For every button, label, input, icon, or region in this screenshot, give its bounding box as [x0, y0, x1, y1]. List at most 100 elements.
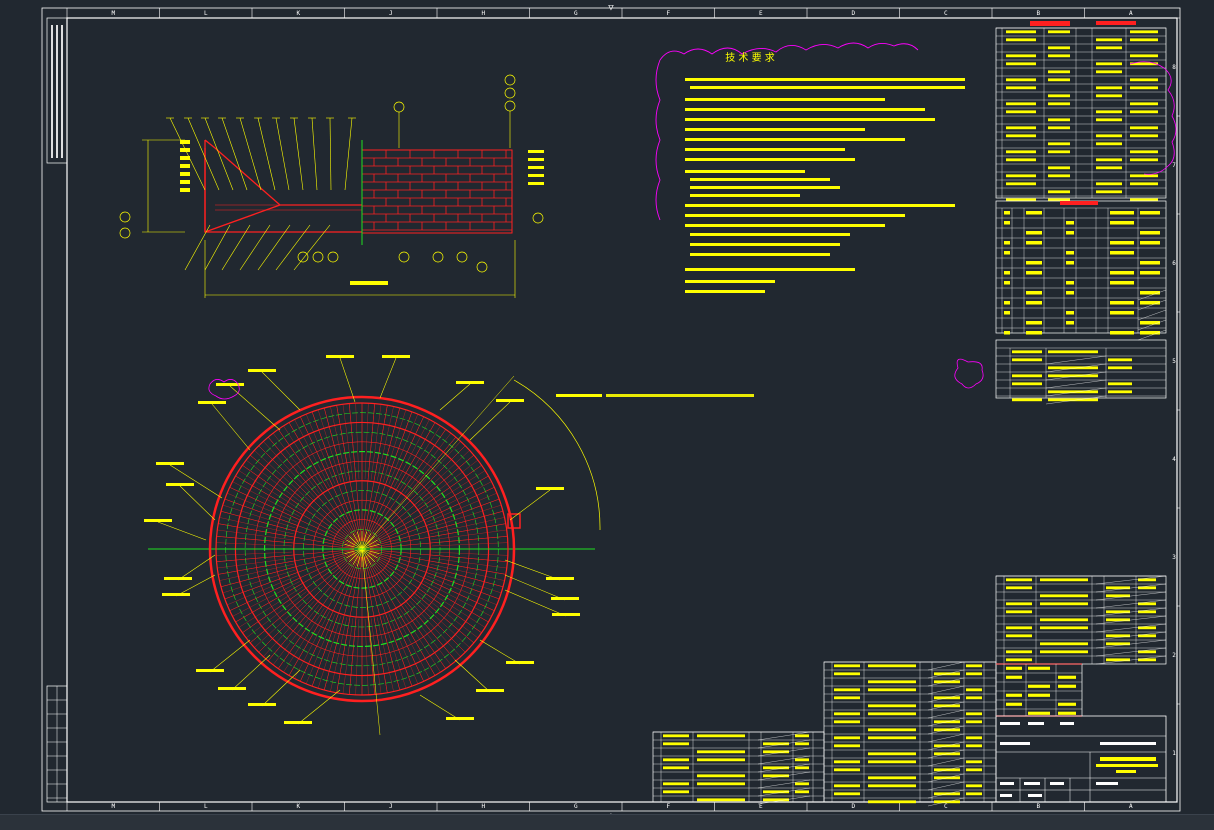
radial-rib-secondary: [300, 416, 333, 486]
item-bubble: [398, 251, 410, 263]
table-cell-text: [1110, 281, 1134, 285]
table-cell-text: [1130, 38, 1158, 42]
label-tag: [180, 172, 190, 176]
table-cell-text: [1138, 626, 1156, 630]
radial-rib-secondary: [431, 536, 508, 544]
table-cell-text: [1108, 382, 1132, 386]
table-cell-text: [763, 798, 789, 802]
border-row-label: 1: [1172, 750, 1176, 757]
radial-rib-secondary: [218, 523, 294, 537]
table-cell-text: [663, 734, 689, 738]
equipment-data-table: [995, 21, 1177, 202]
table-cell-text: [868, 752, 916, 756]
radial-rib-secondary: [224, 498, 297, 526]
radial-rib-secondary: [413, 596, 470, 648]
border-row-label: 5: [1172, 358, 1176, 365]
table-cell-text: [1012, 358, 1042, 362]
table-cell-text: [1096, 70, 1122, 74]
item-bubble: [119, 227, 131, 239]
radial-rib-secondary: [396, 609, 436, 676]
table-cell-text: [1006, 158, 1036, 162]
table-cell-text: [868, 680, 916, 684]
table-cell-text: [1066, 291, 1074, 295]
title-cell-text: [1000, 794, 1012, 797]
table-cell-text: [1026, 271, 1042, 275]
table-cell-text: [834, 720, 860, 724]
leader-line: [504, 589, 567, 617]
table-cell-text: [1110, 251, 1134, 255]
tech-requirement-line: [685, 118, 935, 121]
empty-cell-hatch: [1095, 575, 1167, 585]
table-cell-text: [966, 736, 982, 740]
table-cell-text: [868, 704, 916, 708]
tech-requirement-line: [685, 138, 905, 141]
table-cell-text: [763, 766, 789, 770]
title-cell-text: [1096, 782, 1118, 785]
radial-rib-secondary: [406, 437, 456, 496]
table-cell-text: [834, 688, 860, 692]
table-cell-text: [663, 782, 689, 786]
radial-rib-secondary: [305, 613, 336, 684]
table-cell-text: [1040, 602, 1088, 606]
table-cell-text: [1048, 198, 1070, 202]
radial-rib-secondary: [396, 422, 436, 489]
radial-rib-secondary: [238, 470, 304, 512]
table-cell-text: [1006, 675, 1022, 679]
table-cell-text: [1040, 594, 1088, 598]
table-cell-text: [1026, 211, 1042, 215]
table-cell-text: [1026, 261, 1042, 265]
table-cell-text: [1058, 711, 1076, 715]
table-cell-text: [966, 664, 982, 668]
leader-line: [293, 117, 304, 191]
empty-cell-hatch: [1045, 363, 1107, 373]
left-vertical-note-strip: [46, 17, 68, 803]
radial-rib-secondary: [283, 425, 325, 491]
label-tag: [536, 487, 564, 490]
table-cell-text: [1006, 182, 1036, 186]
radial-rib-secondary: [216, 551, 293, 556]
table-cell-text: [1006, 602, 1032, 606]
table-cell-text: [763, 790, 789, 794]
leader-line: [204, 224, 231, 271]
radial-rib-secondary: [216, 536, 293, 544]
border-column-label: F: [666, 10, 670, 17]
radial-rib-secondary: [342, 618, 354, 694]
radial-rib-secondary: [263, 441, 315, 498]
label-tag: [180, 156, 190, 160]
empty-cell-hatch: [1045, 387, 1107, 397]
table-cell-text: [834, 744, 860, 748]
table-cell-text: [1138, 634, 1156, 638]
table-cell-text: [1006, 110, 1036, 114]
empty-cell-hatch: [1095, 623, 1167, 633]
table-cell-text: [1006, 30, 1036, 34]
leader-line: [221, 117, 248, 191]
radial-rib-secondary: [409, 600, 461, 657]
table-cell-text: [834, 736, 860, 740]
label-tag: [164, 577, 192, 580]
radial-rib-secondary: [424, 581, 492, 617]
radial-rib-secondary: [422, 475, 489, 515]
title-cell-text: [1050, 782, 1064, 785]
empty-cell-hatch: [927, 773, 965, 783]
leader-line: [509, 489, 551, 521]
radial-rib-secondary: [219, 564, 294, 581]
table-cell-text: [1110, 331, 1134, 335]
empty-cell-hatch: [1137, 319, 1167, 331]
empty-cell-hatch: [1095, 607, 1167, 617]
table-cell-text: [1066, 231, 1074, 235]
empty-cell-hatch: [927, 725, 965, 735]
border-column-label: A: [1129, 803, 1133, 810]
label-tag: [284, 721, 312, 724]
table-cell-text: [1106, 634, 1130, 638]
radial-rib-secondary: [224, 572, 297, 600]
empty-cell-hatch: [1095, 615, 1167, 625]
table-cell-text: [1004, 251, 1010, 255]
radial-rib-secondary: [218, 561, 294, 575]
title-block: [995, 715, 1167, 803]
tech-requirement-line: [685, 128, 865, 131]
radial-rib-secondary: [431, 554, 508, 562]
empty-cell-hatch: [1045, 395, 1107, 405]
empty-cell-hatch: [1095, 591, 1167, 601]
